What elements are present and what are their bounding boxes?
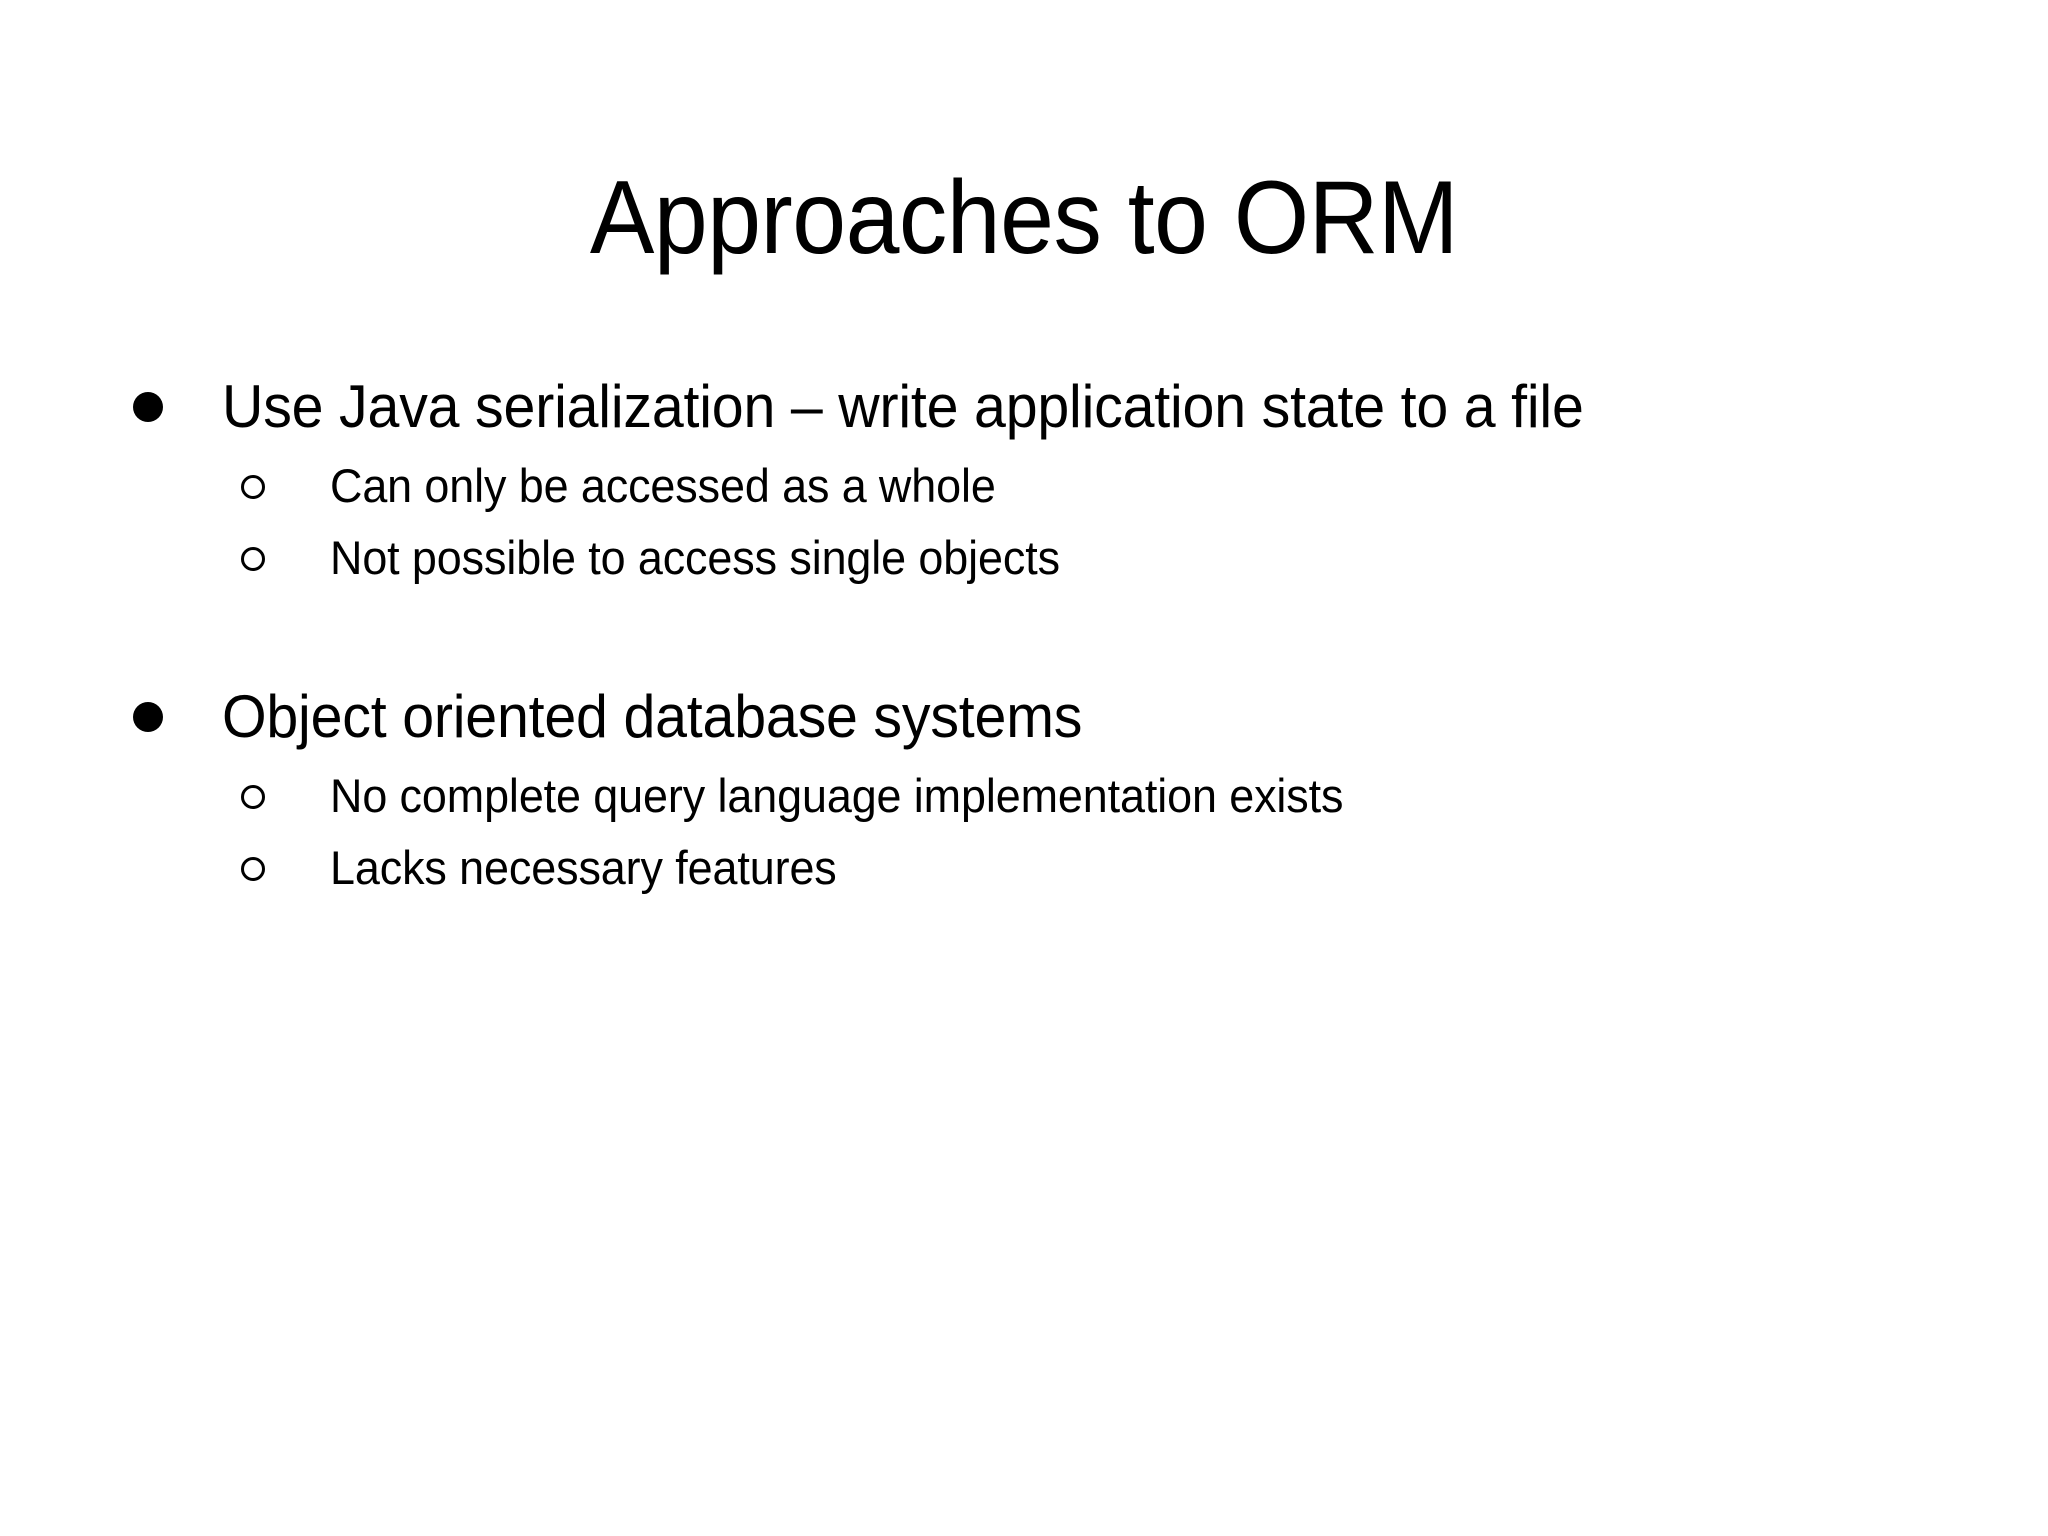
bullet-group: Use Java serialization – write applicati… [0, 372, 2048, 586]
bullet-item-level1-label: Object oriented database systems [222, 683, 1083, 750]
filled-disc-bullet-icon [133, 392, 163, 422]
hollow-circle-bullet-icon [241, 547, 265, 571]
bullet-item-level2-label: No complete query language implementatio… [330, 769, 1344, 822]
hollow-circle-bullet-icon [241, 475, 265, 499]
bullet-item-level2: Lacks necessary features [0, 840, 2048, 896]
bullet-item-level2-label: Can only be accessed as a whole [330, 459, 996, 512]
slide-body-bullet-list: Use Java serialization – write applicati… [0, 372, 2048, 896]
bullet-item-level2: Can only be accessed as a whole [0, 458, 2048, 514]
sub-bullet-list: No complete query language implementatio… [0, 768, 2048, 896]
bullet-item-level1-label: Use Java serialization – write applicati… [222, 373, 1584, 440]
hollow-circle-bullet-icon [241, 857, 265, 881]
bullet-item-level1: Use Java serialization – write applicati… [0, 372, 2048, 442]
bullet-item-level2: No complete query language implementatio… [0, 768, 2048, 824]
bullet-item-level2-label: Not possible to access single objects [330, 531, 1060, 584]
hollow-circle-bullet-icon [241, 785, 265, 809]
bullet-item-level1: Object oriented database systems [0, 682, 2048, 752]
bullet-item-level2-label: Lacks necessary features [330, 841, 837, 894]
bullet-group: Object oriented database systems No comp… [0, 682, 2048, 896]
bullet-item-level2: Not possible to access single objects [0, 530, 2048, 586]
filled-disc-bullet-icon [133, 702, 163, 732]
page-title: Approaches to ORM [589, 159, 1459, 276]
sub-bullet-list: Can only be accessed as a whole Not poss… [0, 458, 2048, 586]
